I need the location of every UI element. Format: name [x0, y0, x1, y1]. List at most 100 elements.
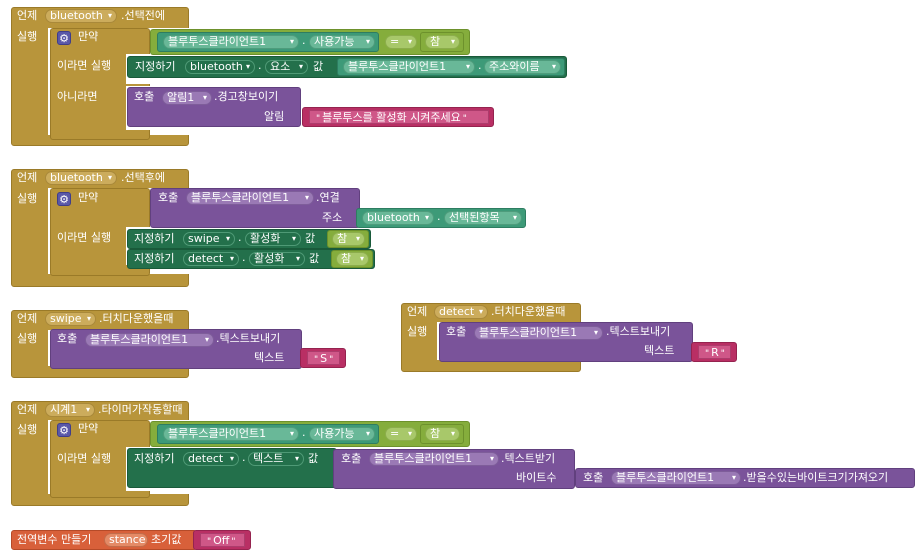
- call-keyword: 호출: [446, 325, 467, 338]
- chevron-down-icon: ▾: [365, 37, 370, 46]
- property-name: 사용가능: [314, 35, 355, 48]
- chevron-down-icon: ▾: [85, 405, 90, 414]
- component-dropdown[interactable]: detect▾: [434, 305, 488, 319]
- component-dropdown[interactable]: bluetooth▾: [45, 171, 117, 185]
- quote-icon: ": [329, 355, 334, 365]
- chevron-down-icon: ▾: [304, 193, 309, 202]
- argument-label: 주소: [322, 211, 343, 224]
- component-dropdown[interactable]: 블루투스클라이언트1▾: [343, 60, 475, 74]
- component-dropdown[interactable]: bluetooth▾: [362, 211, 434, 225]
- component-dropdown[interactable]: bluetooth▾: [45, 9, 117, 23]
- chevron-down-icon: ▾: [359, 254, 364, 263]
- dot-separator: .: [242, 251, 246, 264]
- property-dropdown[interactable]: 활성화▾: [245, 232, 301, 246]
- argument-label: 알림: [264, 110, 285, 123]
- property-name: 활성화: [250, 232, 281, 245]
- property-dropdown[interactable]: 텍스트▾: [248, 452, 304, 466]
- gear-icon[interactable]: ⚙: [57, 192, 71, 206]
- component-dropdown[interactable]: swipe ▾: [45, 312, 96, 326]
- chevron-down-icon: ▾: [294, 454, 299, 463]
- if-keyword: 만약: [78, 191, 99, 204]
- boolean-dropdown[interactable]: 참▾: [425, 427, 460, 441]
- value-keyword: 값: [308, 452, 319, 465]
- property-dropdown[interactable]: 주소와이름 ▾: [484, 60, 561, 74]
- component-dropdown[interactable]: 알림1▾: [162, 91, 212, 105]
- dot-separator: .: [437, 210, 441, 223]
- text-string[interactable]: "S": [307, 351, 340, 365]
- component-dropdown[interactable]: 블루투스클라이언트1▾: [611, 471, 741, 485]
- property-dropdown[interactable]: 사용가능 ▾: [309, 35, 375, 49]
- chevron-down-icon: ▾: [551, 62, 556, 71]
- quote-icon: ": [207, 537, 212, 547]
- then-keyword: 이라면 실행: [57, 59, 112, 72]
- component-name: detect: [188, 252, 224, 265]
- component-dropdown[interactable]: detect▾: [183, 452, 239, 466]
- do-keyword: 실행: [407, 325, 428, 338]
- method-name: .텍스트보내기: [606, 325, 671, 338]
- chevron-down-icon: ▾: [450, 37, 455, 46]
- dot-separator: .: [258, 59, 262, 72]
- value-keyword: 값: [313, 60, 324, 73]
- component-name: swipe: [188, 232, 220, 245]
- component-dropdown[interactable]: 블루투스클라이언트1▾: [163, 35, 299, 49]
- do-keyword: 실행: [17, 332, 38, 345]
- component-dropdown[interactable]: 블루투스클라이언트1▾: [369, 452, 499, 466]
- do-keyword: 실행: [17, 30, 38, 43]
- component-name: 블루투스클라이언트1: [168, 35, 267, 48]
- operator: =: [390, 35, 400, 48]
- property-dropdown[interactable]: 활성화▾: [249, 252, 305, 266]
- call-keyword: 호출: [134, 90, 155, 103]
- boolean-value: 참: [337, 232, 348, 245]
- event-name: .타이머가작동할때: [98, 403, 183, 416]
- quote-icon: ": [316, 114, 321, 124]
- chevron-down-icon: ▾: [450, 429, 455, 438]
- property-dropdown[interactable]: 사용가능▾: [309, 427, 375, 441]
- dot-separator: .: [302, 34, 306, 47]
- chevron-down-icon: ▾: [202, 93, 207, 102]
- component-dropdown[interactable]: 블루투스클라이언트1▾: [85, 333, 214, 347]
- then-keyword: 이라면 실행: [57, 231, 112, 244]
- chevron-down-icon: ▾: [86, 314, 91, 323]
- boolean-dropdown[interactable]: 참▾: [336, 252, 369, 266]
- component-name: swipe: [50, 312, 82, 325]
- method-name: .받을수있는바이트크기가져오기: [743, 471, 889, 484]
- component-dropdown[interactable]: 블루투스클라이언트1▾: [163, 427, 299, 441]
- call-keyword: 호출: [158, 191, 179, 204]
- value-keyword: 값: [305, 232, 316, 245]
- component-dropdown[interactable]: detect▾: [183, 252, 239, 266]
- boolean-dropdown[interactable]: 참▾: [332, 232, 365, 246]
- boolean-dropdown[interactable]: 참▾: [425, 35, 460, 49]
- boolean-value: 참: [430, 35, 441, 48]
- operator-dropdown[interactable]: =▾: [385, 35, 417, 49]
- chevron-down-icon: ▾: [593, 328, 598, 337]
- property-name: 주소와이름: [489, 60, 540, 73]
- call-keyword: 호출: [341, 452, 362, 465]
- variable-name-field[interactable]: stance: [104, 533, 148, 547]
- component-dropdown[interactable]: 시계1 ▾: [45, 403, 95, 417]
- component-dropdown[interactable]: 블루투스클라이언트1▾: [474, 326, 603, 340]
- call-keyword: 호출: [57, 332, 78, 345]
- chevron-down-icon: ▾: [365, 429, 370, 438]
- property-dropdown[interactable]: 요소▾: [265, 60, 308, 74]
- quote-icon: ": [720, 349, 725, 359]
- gear-icon[interactable]: ⚙: [57, 31, 71, 45]
- method-call-block[interactable]: [127, 87, 301, 127]
- component-dropdown[interactable]: swipe▾: [183, 232, 235, 246]
- operator-dropdown[interactable]: =▾: [385, 427, 417, 441]
- component-name: 블루투스클라이언트1: [374, 452, 473, 465]
- chevron-down-icon: ▾: [407, 37, 412, 46]
- property-dropdown[interactable]: 선택된항목▾: [444, 211, 522, 225]
- text-string[interactable]: "R": [698, 345, 731, 359]
- component-dropdown[interactable]: 블루투스클라이언트1▾: [186, 191, 314, 205]
- else-keyword: 아니라면: [57, 90, 98, 103]
- chevron-down-icon: ▾: [731, 473, 736, 482]
- value-keyword: 값: [309, 252, 320, 265]
- gear-icon[interactable]: ⚙: [57, 423, 71, 437]
- component-name: 블루투스클라이언트1: [168, 427, 267, 440]
- when-keyword: 언제: [17, 9, 38, 22]
- method-name: .연결: [316, 191, 340, 204]
- text-string[interactable]: "Off": [200, 533, 245, 547]
- component-dropdown[interactable]: bluetooth▾: [185, 60, 255, 74]
- component-name: 시계1: [50, 403, 78, 416]
- text-string[interactable]: "블루투스를 활성화 시켜주세요": [309, 110, 489, 124]
